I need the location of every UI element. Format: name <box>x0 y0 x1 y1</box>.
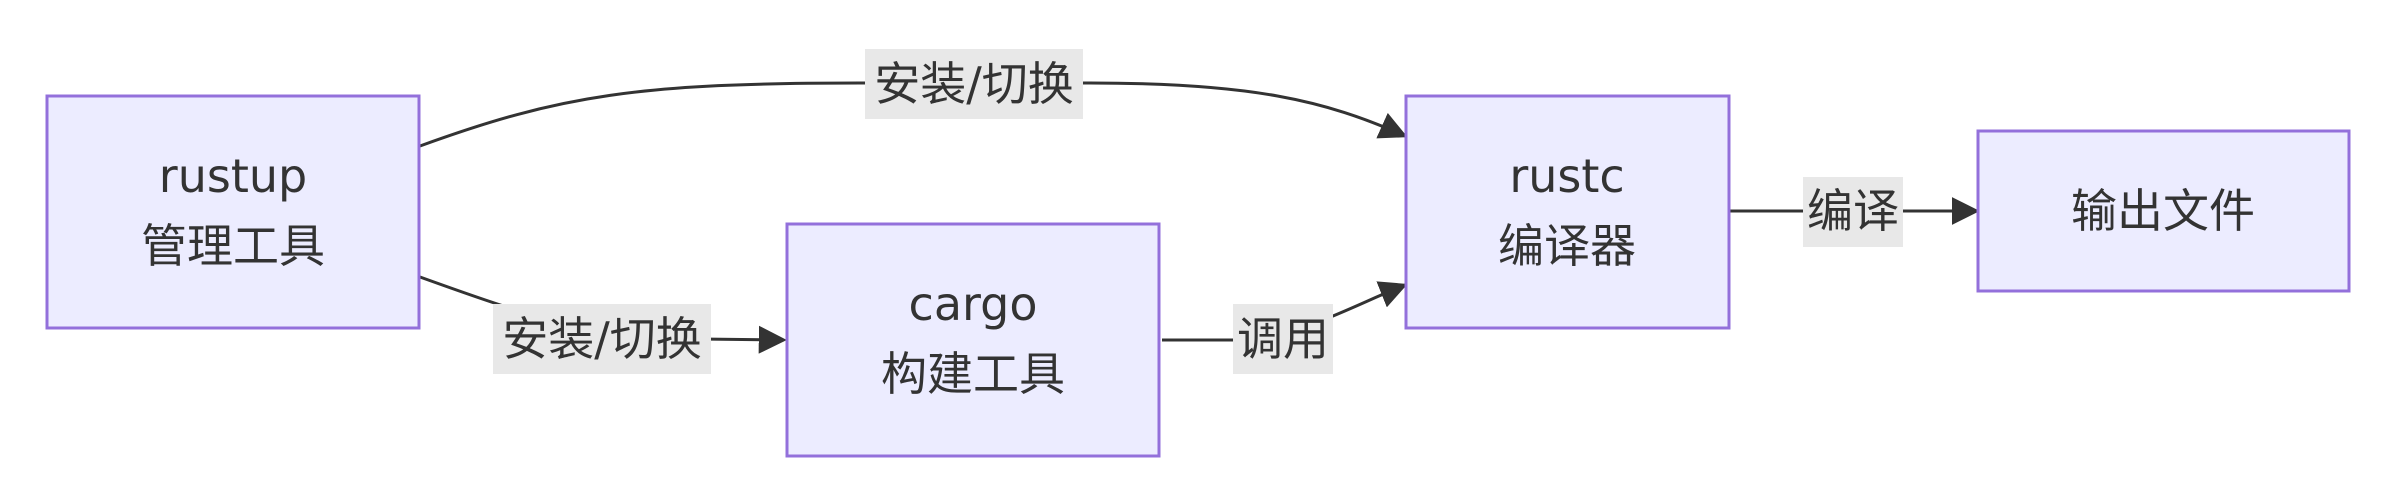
edge-line-rustup-rustc <box>419 81 1408 148</box>
node-rustc-line1: rustc <box>1509 149 1624 203</box>
node-output-label: 输出文件 <box>2071 184 2255 238</box>
edge-label-bg <box>1803 177 1903 247</box>
edge-label-rustup-rustc: 安装/切换 <box>874 57 1074 111</box>
node-cargo-line2: 构建工具 <box>881 347 1065 401</box>
node-rustc: rustc 编译器 <box>1404 94 1731 330</box>
edge-rustc-to-output: 编译 <box>1730 177 1980 247</box>
edge-label-rustc-output: 编译 <box>1807 184 1899 238</box>
edge-rustup-to-rustc: 安装/切换 <box>419 49 1408 148</box>
edge-label-bg <box>1233 304 1333 374</box>
node-cargo-line1: cargo <box>909 277 1038 331</box>
node-box <box>1404 94 1731 330</box>
node-rustc-line2: 编译器 <box>1498 219 1636 273</box>
edge-line-cargo-rustc <box>1162 285 1405 342</box>
node-rustup-line2: 管理工具 <box>141 219 325 273</box>
edge-label-rustup-cargo: 安装/切换 <box>502 312 702 366</box>
edge-label-bg <box>865 49 1083 119</box>
node-rustup: rustup 管理工具 <box>45 94 421 330</box>
node-rustup-line1: rustup <box>159 149 307 203</box>
node-cargo: cargo 构建工具 <box>785 222 1161 458</box>
node-box <box>1976 129 2351 293</box>
node-output: 输出文件 <box>1976 129 2351 293</box>
edge-rustup-to-cargo: 安装/切换 <box>419 275 784 374</box>
node-box <box>785 222 1161 458</box>
edge-label-bg <box>493 304 711 374</box>
edge-label-cargo-rustc: 调用 <box>1237 312 1329 366</box>
edge-cargo-to-rustc: 调用 <box>1162 285 1405 374</box>
node-box <box>45 94 421 330</box>
